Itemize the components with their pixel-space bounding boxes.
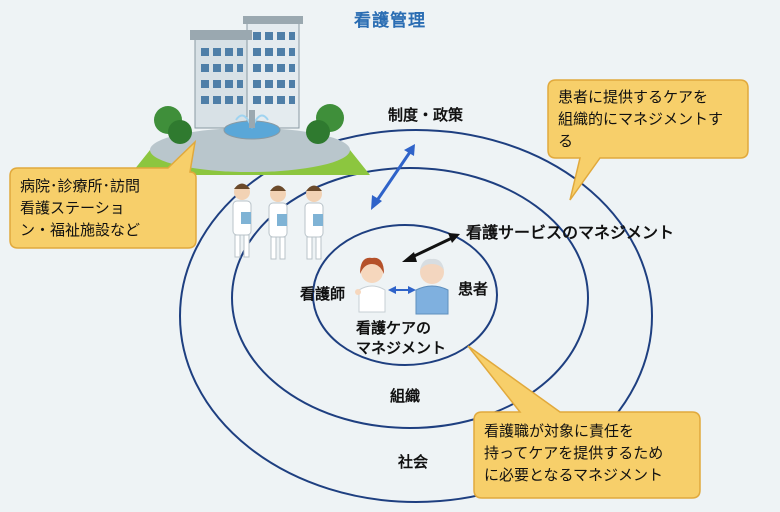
label-care-management-line2: マネジメント (356, 339, 447, 357)
callout-facilities-line: 病院･診療所･訪問 (20, 177, 141, 195)
nurse-icon (355, 257, 386, 313)
callout-nursing-role-line: に必要となるマネジメント (484, 466, 663, 484)
label-society: 社会 (398, 453, 429, 471)
hospital-building-icon (130, 16, 370, 175)
nurse-group-icon (232, 183, 324, 260)
page-title: 看護管理 (354, 11, 426, 31)
ring-organization (231, 167, 589, 429)
callout-patient-care-line: 組織的にマネジメントす (558, 110, 724, 128)
callout-facilities-bubble (9, 139, 197, 249)
callout-nursing-role-line: 看護職が対象に責任を (484, 422, 635, 440)
label-patient: 患者 (458, 280, 489, 298)
callout-facilities-line: 看護ステーショ (20, 199, 125, 217)
elderly-patient-icon (415, 258, 449, 315)
label-nurse: 看護師 (300, 285, 346, 303)
callout-patient-care-line: 患者に提供するケアを (558, 88, 709, 106)
callout-patient-care-bubble (547, 79, 749, 201)
callout-nursing-role-line: 持ってケアを提供するため (484, 444, 664, 462)
arrow-nurse-patient (388, 286, 416, 294)
ring-society (179, 129, 653, 503)
label-policy: 制度・政策 (388, 106, 464, 124)
arrow-service-management (402, 233, 460, 262)
callout-patient-care-line: る (558, 132, 574, 150)
callout-patient-care: 患者に提供するケアを 組織的にマネジメントす る (558, 86, 723, 152)
label-care-management-line1: 看護ケアの (356, 319, 432, 337)
callout-nursing-role-bubble (467, 345, 701, 499)
callout-facilities-line: ン・福祉施設など (20, 221, 141, 239)
label-organization: 組織 (390, 387, 421, 405)
callout-nursing-role: 看護職が対象に責任を 持ってケアを提供するため に必要となるマネジメント (484, 420, 663, 486)
ring-care (312, 224, 498, 366)
callout-facilities: 病院･診療所･訪問 看護ステーショ ン・福祉施設など (20, 175, 140, 241)
arrow-policy-organization (371, 144, 415, 210)
label-service-management: 看護サービスのマネジメント (466, 223, 675, 242)
